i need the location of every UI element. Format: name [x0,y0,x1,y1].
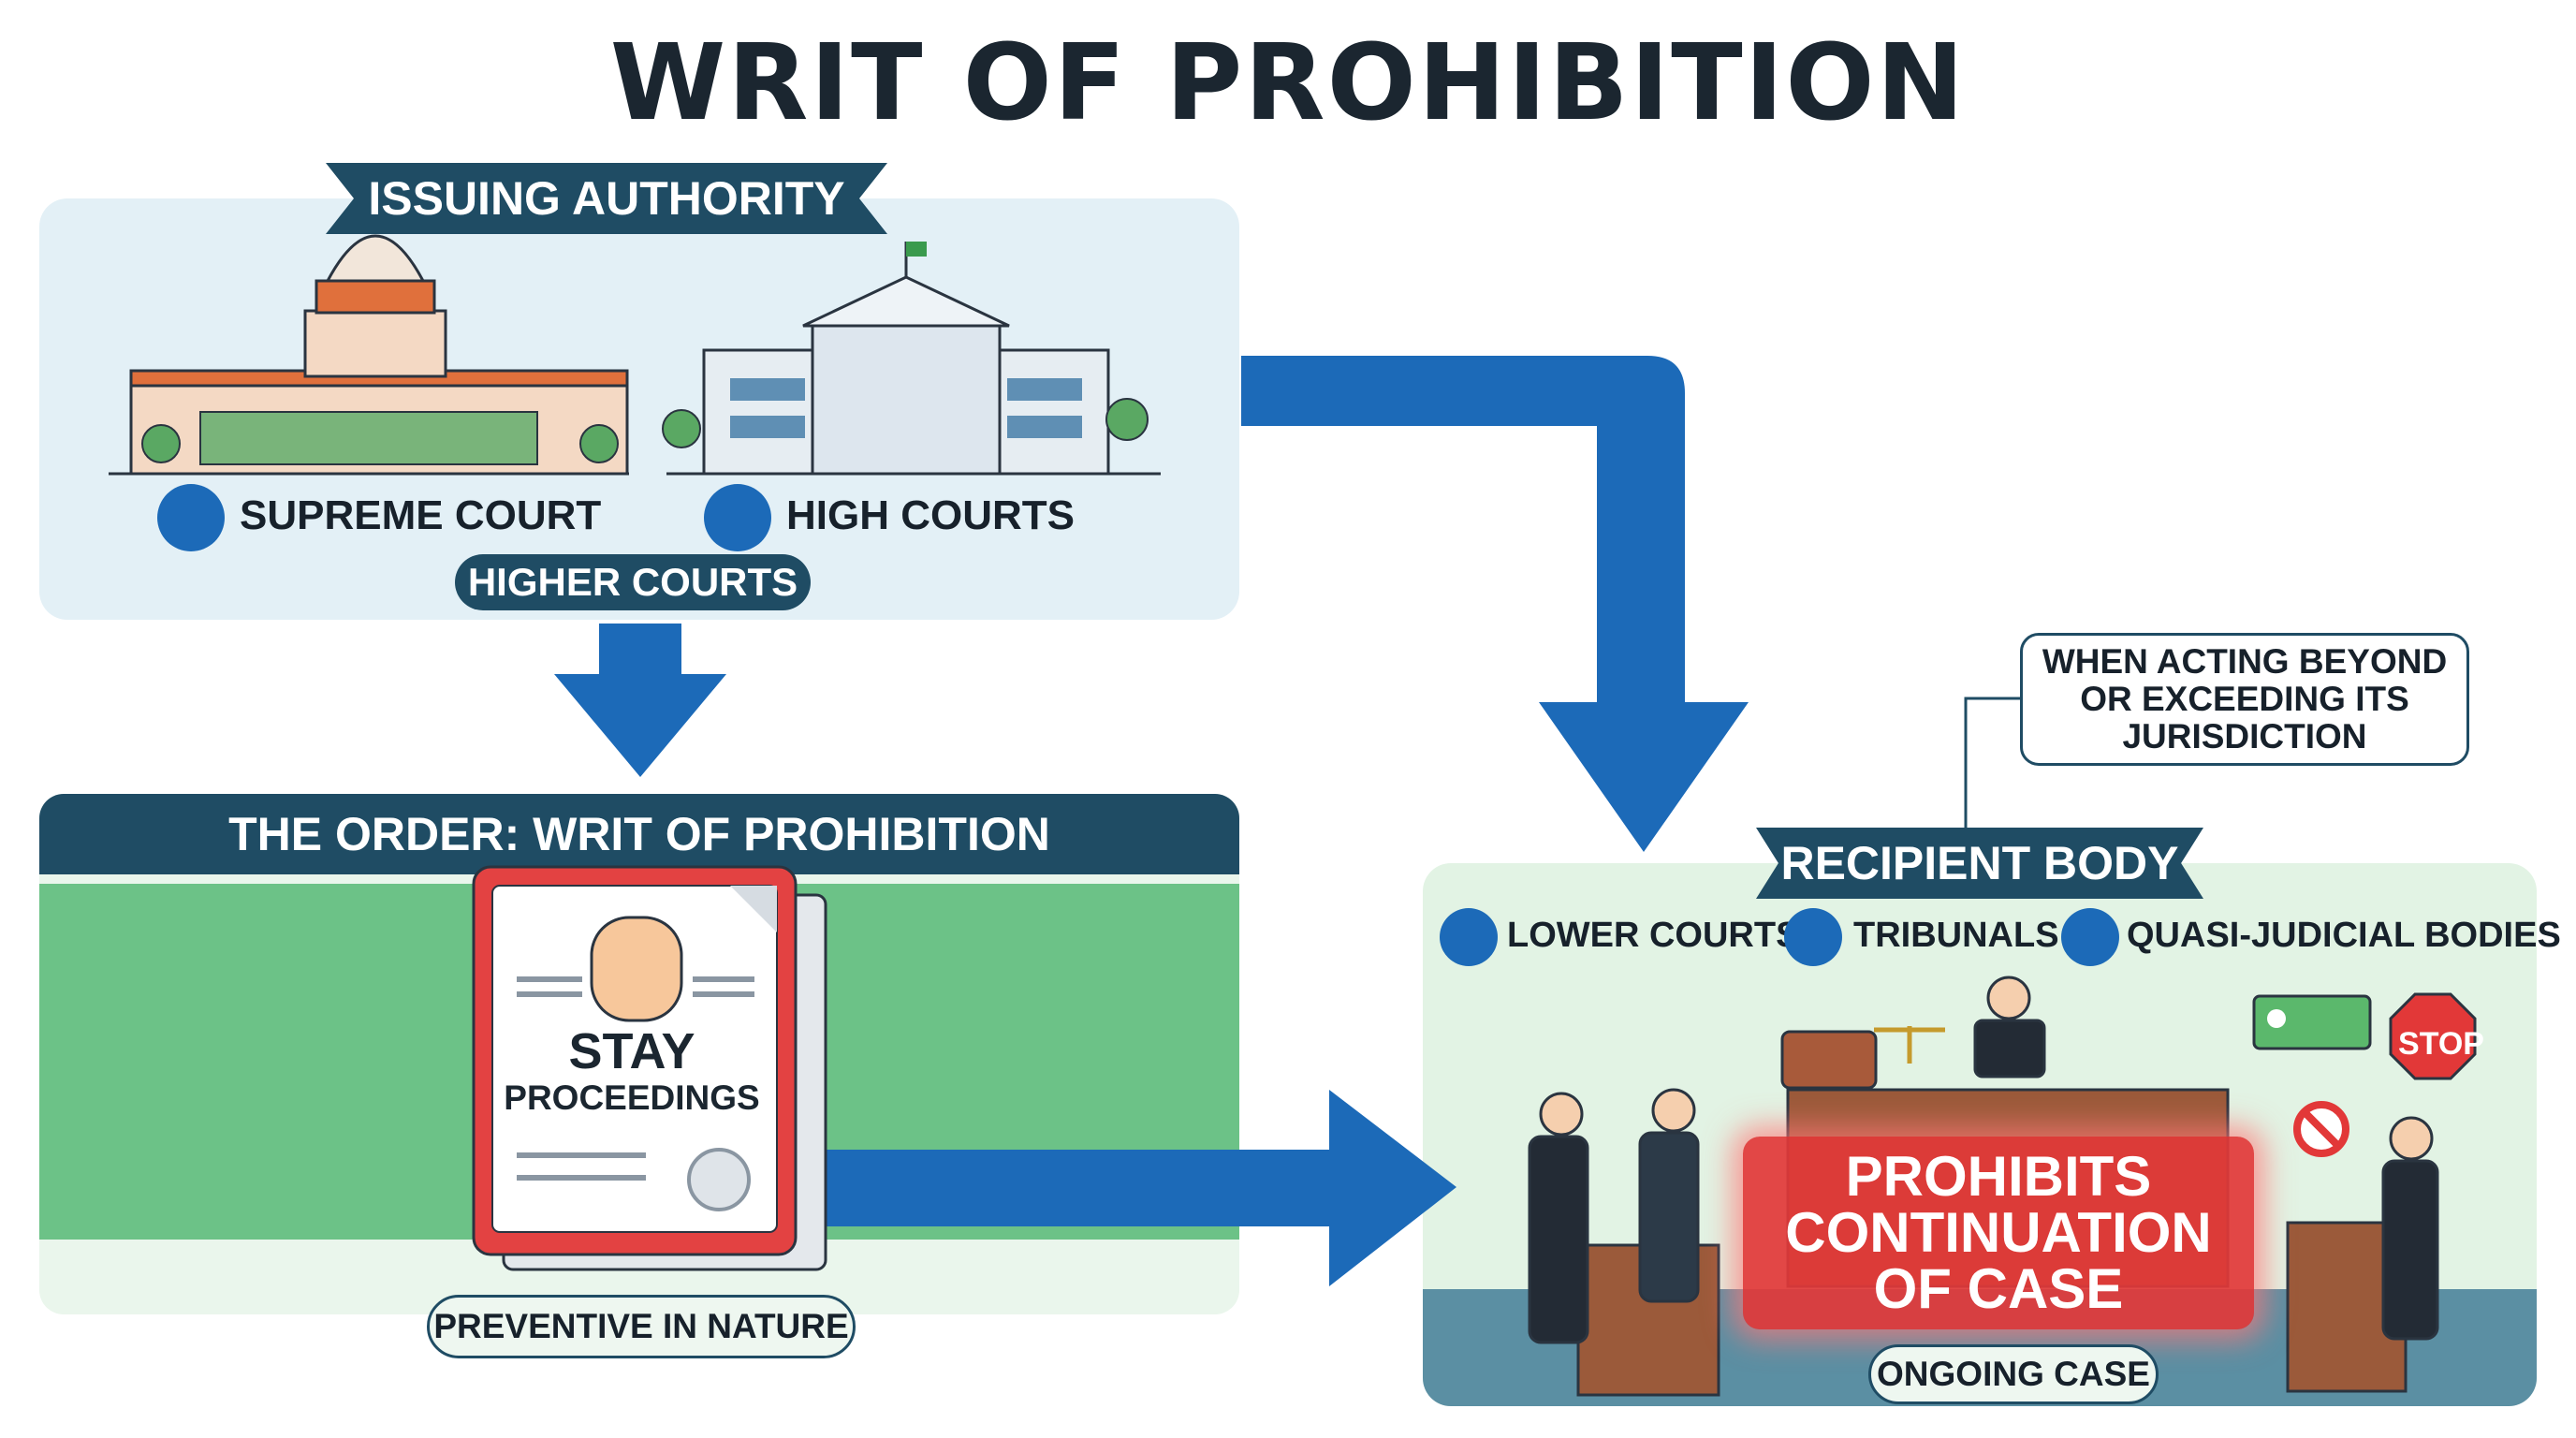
supreme-court-label: SUPREME COURT [240,492,602,538]
order-heading: THE ORDER: WRIT OF PROHIBITION [39,794,1239,874]
supreme-court-building-icon [109,234,629,476]
preventive-badge: PREVENTIVE IN NATURE [427,1295,856,1358]
high-court-building-icon [662,242,1161,476]
court-building-icon [1440,908,1498,966]
jurisdiction-callout: WHEN ACTING BEYOND OR EXCEEDING ITS JURI… [2020,633,2469,766]
issuing-authority-heading: ISSUING AUTHORITY [326,163,887,234]
stay-order-document-icon [472,865,827,1271]
court-building-icon [157,484,225,551]
stop-sign-text: STOP [2398,1026,2484,1062]
chat-card-icon [2252,994,2372,1050]
scales-icon [1784,908,1842,966]
no-entry-icon [2293,1101,2349,1157]
high-courts-label: HIGH COURTS [786,492,1075,538]
arrow-order-to-recipient [811,1090,1456,1286]
jurisdiction-callout-text: WHEN ACTING BEYOND OR EXCEEDING ITS JURI… [2042,642,2448,756]
recipient-body-heading: RECIPIENT BODY [1756,828,2203,899]
document-subtitle: PROCEEDINGS [504,1078,760,1117]
callout-connector [1964,697,2020,828]
arrow-to-order [554,624,726,777]
court-building-icon [704,484,771,551]
quasi-judicial-label: QUASI-JUDICIAL BODIES [2127,916,2561,955]
document-title: STAY [568,1023,695,1079]
prohibits-continuation-box: PROHIBITS CONTINUATION OF CASE [1743,1137,2254,1329]
stop-sign-icon [2389,992,2477,1080]
tribunals-label: TRIBUNALS [1853,916,2059,955]
lower-courts-label: LOWER COURTS [1507,916,1800,955]
higher-courts-badge: HIGHER COURTS [455,554,811,610]
prohibits-continuation-text: PROHIBITS CONTINUATION OF CASE [1785,1145,2212,1320]
ongoing-case-badge: ONGOING CASE [1868,1344,2159,1404]
page-title: WRIT OF PROHIBITION [609,22,1967,144]
arrow-to-recipient [1241,356,1749,852]
quasi-judicial-icon [2061,908,2119,966]
